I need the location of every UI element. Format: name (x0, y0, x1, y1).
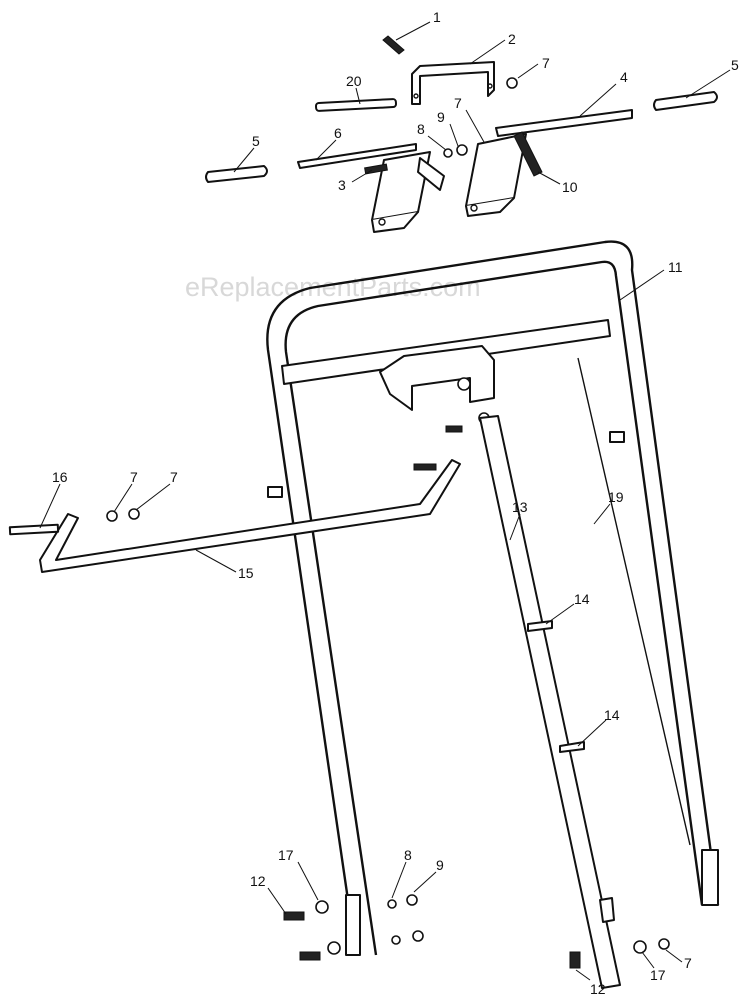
callout-20: 20 (346, 73, 362, 89)
part-12-bolt-right (569, 951, 581, 969)
part-5-grip-right (653, 91, 718, 111)
part-15-cross-arm (39, 459, 461, 573)
callout-2: 2 (508, 31, 516, 47)
part-2-bracket (411, 61, 495, 105)
part-9-nut-bottom-b (412, 930, 424, 942)
part-10-spring (513, 131, 543, 177)
callout-1: 1 (433, 9, 441, 25)
leader-lines (39, 21, 731, 981)
callout-10: 10 (562, 179, 578, 195)
part-16-bolt-right (413, 463, 437, 471)
callout-9: 9 (437, 109, 445, 125)
callout-8: 8 (404, 847, 412, 863)
part-11-handle (266, 240, 720, 956)
part-9-nut-bottom (406, 894, 418, 906)
part-8-washer-bottom-b (391, 935, 401, 945)
watermark-text: eReplacementParts.com (185, 272, 481, 302)
callout-13: 13 (512, 499, 528, 515)
part-1-pin (382, 35, 405, 55)
part-3-bolt-center (445, 425, 463, 433)
part-7-nut-top (506, 77, 518, 89)
callout-12: 12 (590, 981, 606, 997)
callout-7: 7 (454, 95, 462, 111)
part-7-nut-bottom-right (658, 938, 670, 950)
callout-16: 16 (52, 469, 68, 485)
callout-7: 7 (170, 469, 178, 485)
callout-7: 7 (684, 955, 692, 971)
part-6-lever-left (297, 143, 445, 233)
callout-8: 8 (417, 121, 425, 137)
part-16-bolt (8, 523, 60, 536)
callout-14: 14 (604, 707, 620, 723)
part-9-nut (456, 144, 468, 156)
part-12-bolt-left (283, 911, 305, 921)
part-8-washer-bottom (387, 899, 397, 909)
part-7-nut-left-b (128, 508, 140, 520)
part-17-washer-left-b (327, 941, 341, 955)
part-12-bolt-left-b (299, 951, 321, 961)
part-20-rod (314, 98, 398, 112)
part-17-washer-right (633, 940, 647, 954)
callout-17: 17 (650, 967, 666, 983)
part-7-nut-left-a (106, 510, 118, 522)
callout-5: 5 (252, 133, 260, 149)
callout-12: 12 (250, 873, 266, 889)
part-19-cable (577, 357, 691, 846)
callout-19: 19 (608, 489, 624, 505)
part-4-lever-right (465, 109, 633, 217)
callout-7: 7 (542, 55, 550, 71)
callout-3: 3 (338, 177, 346, 193)
callout-11: 11 (668, 259, 683, 275)
part-17-washer-left (315, 900, 329, 914)
callout-labels: 1 2 7 20 5 4 7 6 9 8 5 3 10 11 16 7 7 13… (52, 9, 739, 997)
callout-14: 14 (574, 591, 590, 607)
callout-9: 9 (436, 857, 444, 873)
part-13-tube (479, 415, 621, 989)
callout-5: 5 (731, 57, 739, 73)
callout-6: 6 (334, 125, 342, 141)
part-8-washer (443, 148, 453, 158)
callout-17: 17 (278, 847, 294, 863)
callout-7: 7 (130, 469, 138, 485)
callout-4: 4 (620, 69, 628, 85)
callout-15: 15 (238, 565, 254, 581)
part-5-grip-left (205, 165, 268, 183)
